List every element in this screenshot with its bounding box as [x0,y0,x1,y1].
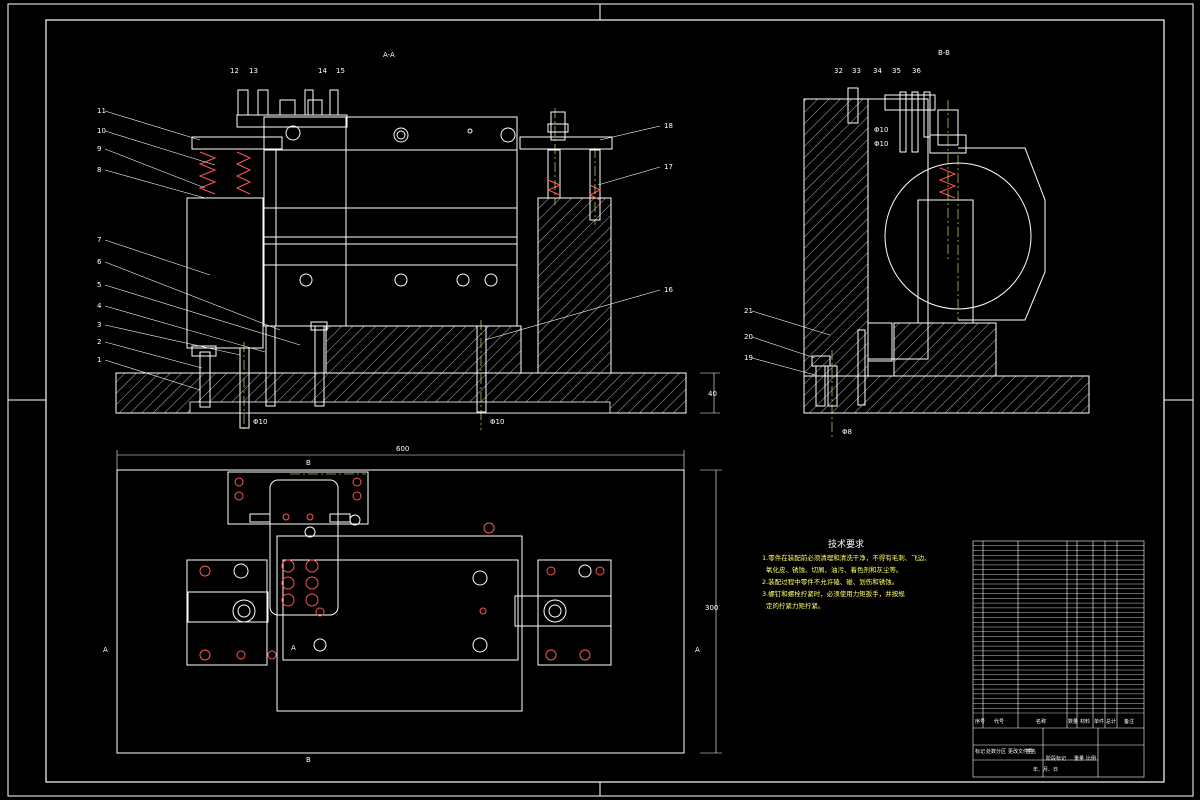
top-dim-width: 600 [396,445,409,453]
front-part-labels: 11 10 9 8 7 6 5 4 3 2 1 12 13 14 15 18 1… [97,67,717,426]
svg-text:35: 35 [892,67,901,75]
front-section-view: A-A [97,51,720,430]
svg-text:2.装配过程中零件不允许磕、碰、划伤和锈蚀。: 2.装配过程中零件不允许磕、碰、划伤和锈蚀。 [762,577,898,586]
svg-text:2: 2 [97,338,101,346]
svg-text:更改文件号: 更改文件号 [1008,748,1033,755]
svg-text:B: B [306,459,311,467]
svg-text:标记: 标记 [975,748,985,755]
svg-text:总计: 总计 [1106,718,1116,725]
svg-text:6: 6 [97,258,102,266]
svg-text:5: 5 [97,281,101,289]
svg-text:年、月、日: 年、月、日 [1033,766,1058,773]
svg-text:重量: 重量 [1074,755,1084,762]
svg-text:17: 17 [664,163,673,171]
svg-text:数量: 数量 [1068,718,1078,725]
svg-text:32: 32 [834,67,843,75]
svg-text:21: 21 [744,307,753,315]
svg-text:3.螺钉和螺栓拧紧时，必须使用力矩扳手，并按规: 3.螺钉和螺栓拧紧时，必须使用力矩扳手，并按规 [762,589,905,598]
svg-text:A: A [695,646,700,654]
svg-text:3: 3 [97,321,101,329]
svg-text:36: 36 [912,67,921,75]
tech-heading: 技术要求 [828,538,864,550]
svg-text:11: 11 [97,107,106,115]
svg-text:单件: 单件 [1094,718,1104,725]
svg-text:序号: 序号 [975,718,985,725]
title-block [972,540,1145,778]
sheet-border [7,3,1194,797]
svg-text:Φ10: Φ10 [874,126,888,134]
svg-text:阶段标记: 阶段标记 [1046,755,1066,762]
svg-text:B: B [306,756,311,764]
svg-text:1.零件在装配前必须清理和清洗干净，不得有毛刺、飞边、: 1.零件在装配前必须清理和清洗干净，不得有毛刺、飞边、 [762,553,931,562]
svg-text:15: 15 [336,67,345,75]
svg-text:备注: 备注 [1124,718,1134,725]
svg-text:氧化皮、锈蚀、切屑、油污、着色剂和灰尘等。: 氧化皮、锈蚀、切屑、油污、着色剂和灰尘等。 [766,565,903,574]
front-section-title: A-A [383,51,395,59]
top-dim-height: 300 [705,604,718,612]
side-section-title: B-B [938,49,950,57]
svg-text:比例: 比例 [1086,755,1096,762]
svg-text:Φ10: Φ10 [253,418,267,426]
svg-text:Φ10: Φ10 [874,140,888,148]
svg-text:12: 12 [230,67,239,75]
svg-text:16: 16 [664,286,673,294]
svg-text:13: 13 [249,67,258,75]
svg-text:签名: 签名 [1026,748,1036,755]
svg-text:40: 40 [708,390,717,398]
svg-text:18: 18 [664,122,673,130]
svg-text:8: 8 [97,166,101,174]
side-section-view: B-B [744,49,1090,440]
svg-text:Φ10: Φ10 [490,418,504,426]
parts-list-rows [973,545,1144,714]
title-block-headers: 序号 代号 名称 数量 材料 单件 总计 备注 标记 处数 分区 更改文件号 签… [975,718,1134,773]
svg-text:14: 14 [318,67,327,75]
svg-text:7: 7 [97,236,101,244]
svg-text:处数: 处数 [986,748,996,755]
svg-text:A: A [103,646,108,654]
svg-text:A: A [291,644,296,652]
svg-text:1: 1 [97,356,101,364]
side-part-labels: 32 33 34 35 36 21 20 19 Φ8 Φ10 Φ10 [744,67,921,436]
svg-text:34: 34 [873,67,882,75]
svg-text:20: 20 [744,333,753,341]
top-view: 600 300 B B A A [103,445,722,764]
svg-text:19: 19 [744,354,753,362]
svg-text:33: 33 [852,67,861,75]
svg-text:定的拧紧力矩拧紧。: 定的拧紧力矩拧紧。 [766,601,825,610]
svg-text:代号: 代号 [994,718,1004,725]
svg-text:材料: 材料 [1080,718,1090,725]
svg-text:名称: 名称 [1036,718,1046,725]
svg-text:分区: 分区 [996,748,1006,755]
svg-text:Φ8: Φ8 [842,428,852,436]
tech-requirements: 技术要求 1.零件在装配前必须清理和清洗干净，不得有毛刺、飞边、 氧化皮、锈蚀、… [762,538,931,610]
svg-text:9: 9 [97,145,101,153]
svg-text:4: 4 [97,302,102,310]
svg-text:10: 10 [97,127,106,135]
